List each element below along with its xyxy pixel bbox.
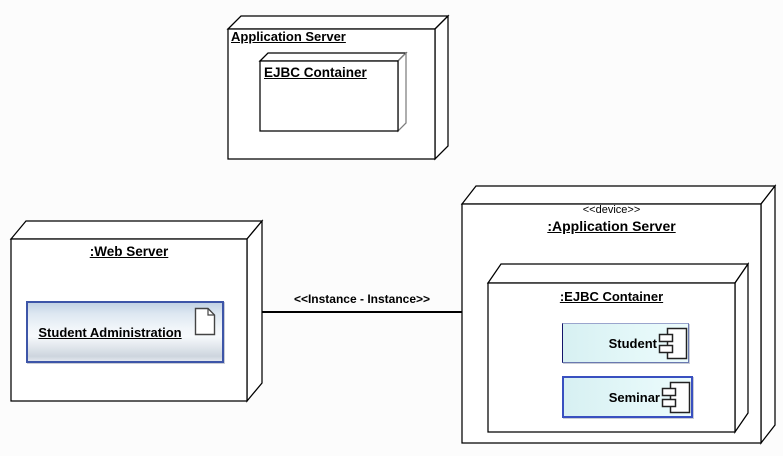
node-title-ejbc-container-right: :EJBC Container [559, 289, 664, 304]
node-title-device-application-server: :Application Server [547, 218, 676, 234]
node-right-face [434, 14, 449, 161]
node-right-face [397, 51, 407, 133]
node-right-face [734, 261, 749, 435]
node-right-face [760, 184, 776, 445]
component-icon [661, 381, 691, 413]
node-title-ejbc-container-top: EJBC Container [264, 65, 367, 80]
component-label: Seminar [608, 389, 660, 405]
node-title-application-server-top: Application Server [231, 29, 346, 44]
component-seminar[interactable]: Seminar [562, 376, 693, 418]
node-front-face [259, 60, 399, 132]
node-title-web-server: :Web Server [89, 244, 169, 259]
node-top-face [486, 263, 750, 284]
document-icon [194, 307, 216, 336]
node-top-face [258, 52, 408, 62]
node-right-face [246, 219, 263, 403]
node-top-face [9, 220, 264, 240]
component-student[interactable]: Student [562, 323, 689, 363]
artifact-label: Student Administration [38, 324, 182, 340]
node-ejbc-container-top[interactable] [258, 51, 408, 133]
component-label: Student [608, 335, 657, 351]
node-top-face [460, 185, 777, 205]
node-top-face [226, 15, 450, 30]
device-stereotype: <<device>> [582, 204, 641, 216]
component-icon [658, 327, 688, 359]
instance-link-label: <<Instance - Instance>> [293, 292, 431, 306]
artifact-student-administration[interactable]: Student Administration [26, 301, 224, 363]
